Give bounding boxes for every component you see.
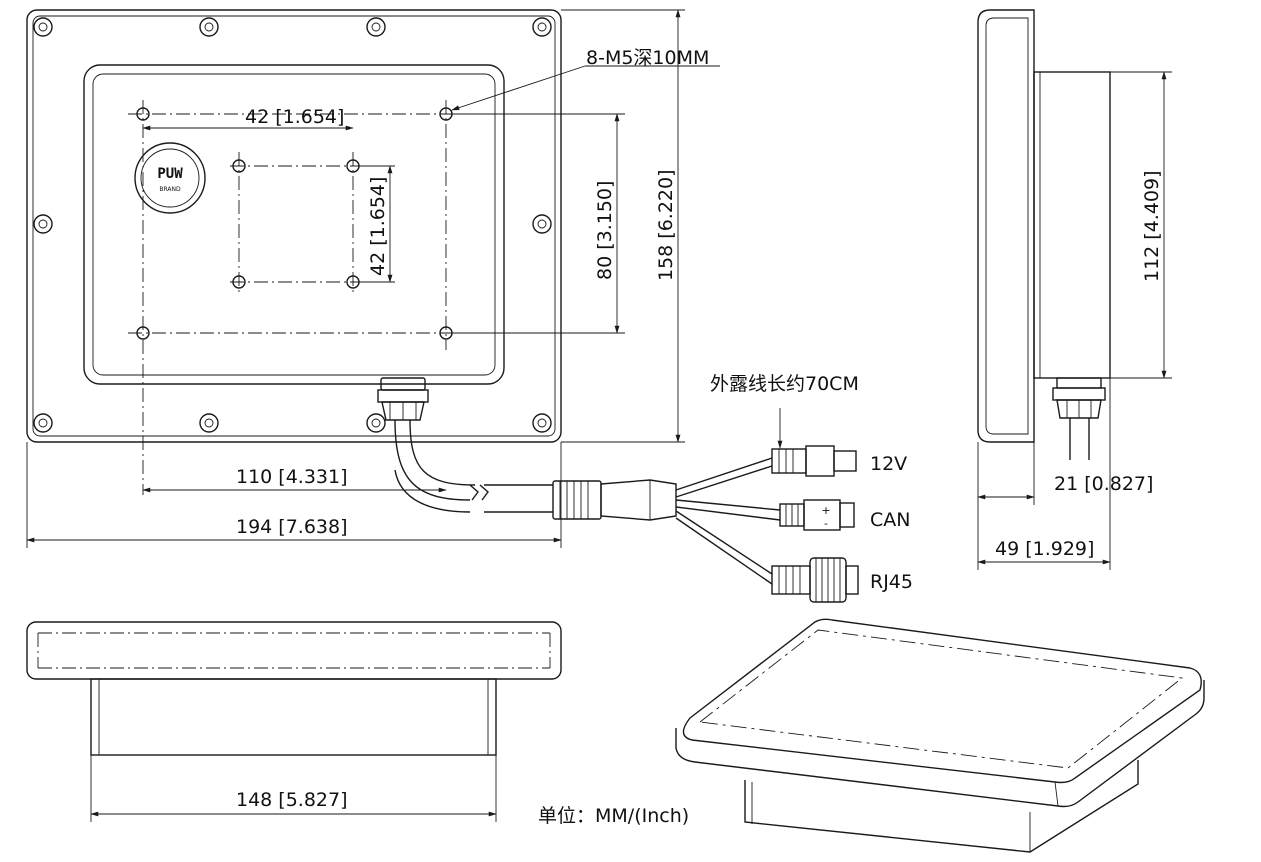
label-49: 49 [1.929]: [995, 538, 1094, 560]
label-unit: 单位：MM/(Inch): [538, 805, 689, 827]
label-can: CAN: [870, 509, 910, 531]
labels: 8-M5深10MM 42 [1.654] 42 [1.654] 80 [3.15…: [236, 47, 1163, 827]
logo-badge: PUW BRAND: [134, 142, 206, 214]
connector-12v: [771, 408, 857, 477]
label-110: 110 [4.331]: [236, 466, 348, 488]
label-hole-spec: 8-M5深10MM: [586, 47, 709, 69]
label-21: 21 [0.827]: [1054, 473, 1153, 495]
mount-holes: [136, 107, 453, 340]
cable-connector: [552, 457, 781, 585]
label-42-horizontal: 42 [1.654]: [245, 106, 344, 128]
can-minus: -: [824, 517, 828, 530]
front-view: PUW BRAND: [26, 9, 562, 513]
label-cable-length: 外露线长约70CM: [710, 373, 859, 395]
bezel-screws: [33, 17, 552, 433]
front-dimensions: [26, 9, 720, 548]
label-194: 194 [7.638]: [236, 516, 348, 538]
isometric-view: [675, 618, 1205, 853]
connector-can: + -: [779, 499, 855, 531]
label-148: 148 [5.827]: [236, 789, 348, 811]
label-80: 80 [3.150]: [594, 181, 616, 280]
label-112: 112 [4.409]: [1141, 170, 1163, 282]
connector-rj45: [771, 557, 859, 603]
can-plus: +: [821, 504, 830, 517]
cable-gland: [377, 377, 429, 421]
logo-subtext: BRAND: [159, 186, 181, 193]
side-view: [977, 9, 1172, 570]
label-rj45: RJ45: [870, 571, 913, 593]
label-12v: 12V: [870, 453, 907, 475]
label-42-vertical: 42 [1.654]: [367, 177, 389, 276]
label-158: 158 [6.220]: [655, 169, 677, 281]
logo-text: PUW: [157, 166, 183, 182]
bottom-view: [26, 621, 562, 822]
